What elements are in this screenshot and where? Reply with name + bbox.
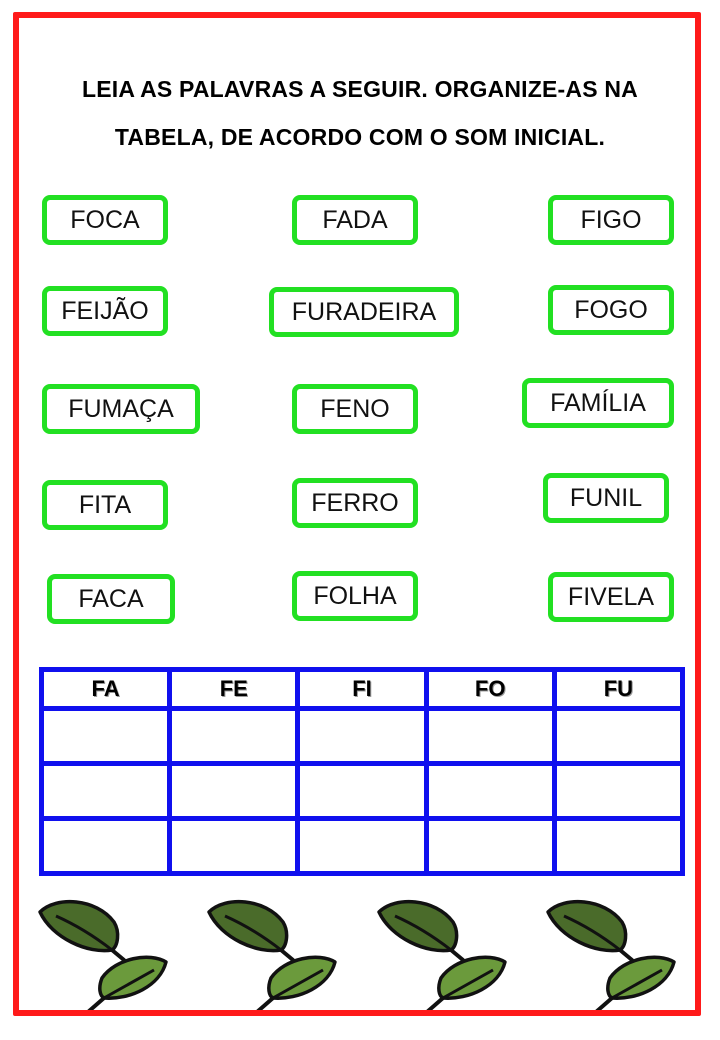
table-header-row: FA FE FI FO FU (38, 667, 686, 711)
answer-cell[interactable] (167, 706, 301, 766)
table-row (38, 706, 686, 766)
header-fe: FE (167, 667, 301, 711)
instruction-line-2: TABELA, DE ACORDO COM O SOM INICIAL. (114, 124, 606, 150)
leaf-icon (207, 899, 337, 1010)
word-card[interactable]: FUNIL (543, 473, 669, 523)
answer-cell[interactable] (551, 706, 686, 766)
instruction-line-1: LEIA AS PALAVRAS A SEGUIR. ORGANIZE-AS N… (82, 76, 638, 102)
answer-cell[interactable] (551, 816, 686, 876)
answer-cell[interactable] (38, 761, 173, 821)
word-card[interactable]: FADA (292, 195, 418, 245)
answer-cell[interactable] (167, 761, 301, 821)
word-card[interactable]: FEIJÃO (42, 286, 168, 336)
leaf-icon (38, 899, 168, 1010)
answer-cell[interactable] (551, 761, 686, 821)
word-card[interactable]: FURADEIRA (269, 287, 459, 337)
word-card[interactable]: FACA (47, 574, 175, 624)
leaf-icon (546, 899, 676, 1010)
word-card[interactable]: FAMÍLIA (522, 378, 674, 428)
header-fo: FO (423, 667, 557, 711)
answer-cell[interactable] (38, 816, 173, 876)
answer-cell[interactable] (295, 706, 429, 766)
leaf-icon (377, 899, 507, 1010)
header-fa: FA (38, 667, 173, 711)
answer-cell[interactable] (38, 706, 173, 766)
answer-cell[interactable] (295, 816, 429, 876)
header-fu: FU (551, 667, 686, 711)
word-card[interactable]: FIGO (548, 195, 674, 245)
table-row (38, 816, 686, 876)
answer-cell[interactable] (295, 761, 429, 821)
word-card[interactable]: FITA (42, 480, 168, 530)
header-fi: FI (295, 667, 429, 711)
word-card[interactable]: FIVELA (548, 572, 674, 622)
answer-cell[interactable] (423, 816, 557, 876)
answer-cell[interactable] (423, 761, 557, 821)
answer-cell[interactable] (167, 816, 301, 876)
word-card[interactable]: FOLHA (292, 571, 418, 621)
page-border (13, 12, 701, 1016)
word-card[interactable]: FOGO (548, 285, 674, 335)
sorting-table: FA FE FI FO FU (38, 667, 686, 876)
answer-cell[interactable] (423, 706, 557, 766)
word-card[interactable]: FERRO (292, 478, 418, 528)
word-card[interactable]: FENO (292, 384, 418, 434)
leaves-decoration (38, 899, 676, 1010)
table-row (38, 761, 686, 821)
word-card[interactable]: FUMAÇA (42, 384, 200, 434)
word-card[interactable]: FOCA (42, 195, 168, 245)
